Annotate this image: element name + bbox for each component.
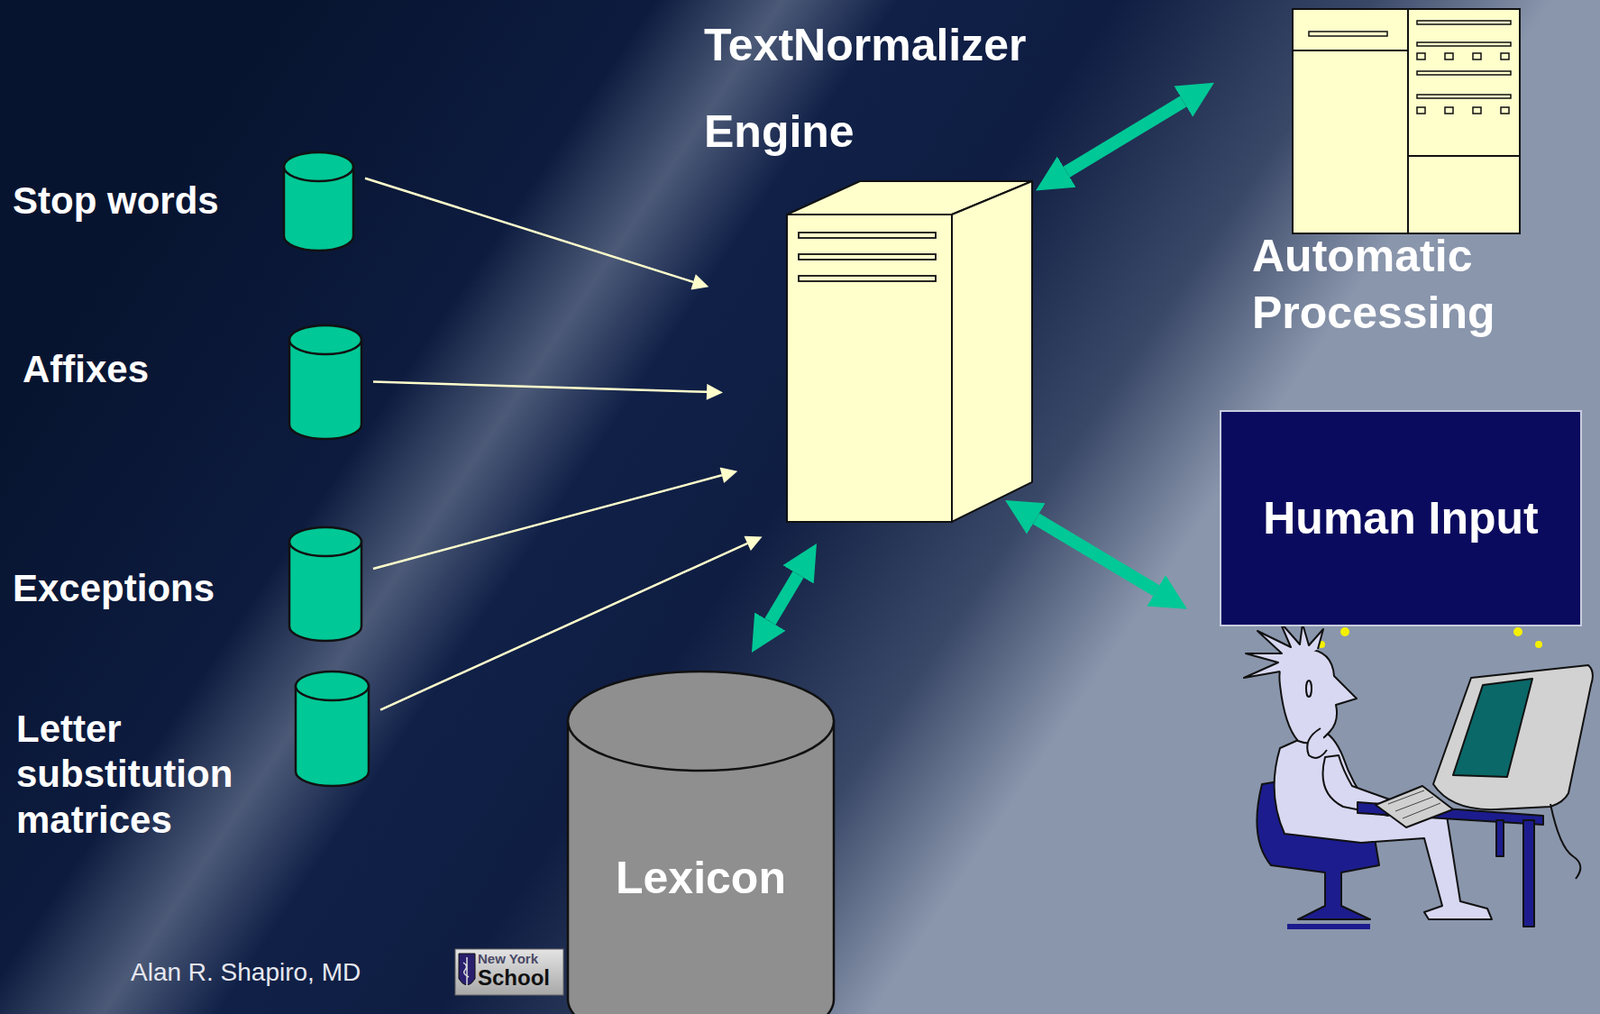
- node-label: Lexicon: [566, 850, 835, 906]
- node-label: Human Input: [1262, 491, 1539, 546]
- logo-text: New York: [477, 951, 539, 968]
- input-arrow: [373, 475, 723, 569]
- text-holder: Stop words: [12, 178, 266, 224]
- node-caption: TextNormalizer Engine: [704, 1, 1119, 175]
- node-caption: Stop words: [12, 178, 266, 224]
- text-holder: Exceptions: [12, 566, 275, 612]
- node-caption: Exceptions: [12, 566, 275, 612]
- text-holder: Affixes: [22, 347, 275, 393]
- text-holder: TextNormalizer Engine: [704, 1, 1119, 175]
- lexicon-cylinder: Lexicon: [566, 670, 835, 1014]
- double-arrow: [1035, 518, 1156, 591]
- logo-text: School: [477, 966, 550, 990]
- input-arrow: [373, 382, 707, 393]
- school-logo: [455, 949, 564, 996]
- lexicon-cylinder-outline: [566, 670, 835, 1014]
- server-engine-outline: [786, 180, 1034, 523]
- label-holder: School: [477, 966, 550, 990]
- label-holder: Alan R. Shapiro, MD: [130, 959, 361, 988]
- node-caption: Automatic Processing: [1252, 228, 1559, 341]
- database-cylinder: Stop words: [283, 151, 355, 251]
- database-cylinder-outline: [288, 526, 363, 641]
- text-holder: Human Input: [1219, 410, 1582, 627]
- input-box: Human Input: [1219, 410, 1582, 627]
- label-holder: New York: [477, 951, 539, 968]
- database-cylinder: Letter substitution matrices: [294, 670, 370, 787]
- text-holder: Letter substitution matrices: [16, 706, 287, 843]
- person-at-computer: [1243, 621, 1593, 927]
- database-cylinder-outline: [294, 670, 370, 787]
- author-credit: Alan R. Shapiro, MD: [130, 959, 361, 988]
- database-cylinder-outline: [283, 151, 355, 251]
- text-holder: Lexicon: [566, 850, 835, 906]
- database-cylinder-outline: [288, 324, 363, 439]
- server-engine: TextNormalizer Engine: [786, 180, 1034, 523]
- input-arrow: [365, 178, 694, 283]
- node-caption: Letter substitution matrices: [16, 706, 287, 843]
- double-arrow: [769, 574, 798, 622]
- processing-machine-outline: [1291, 8, 1521, 235]
- text-holder: Automatic Processing: [1252, 228, 1559, 341]
- node-caption: Affixes: [22, 347, 275, 393]
- double-arrow: [1066, 101, 1184, 173]
- database-cylinder: Exceptions: [288, 526, 363, 641]
- database-cylinder: Affixes: [288, 324, 363, 439]
- processing-machine: Automatic Processing: [1291, 8, 1521, 235]
